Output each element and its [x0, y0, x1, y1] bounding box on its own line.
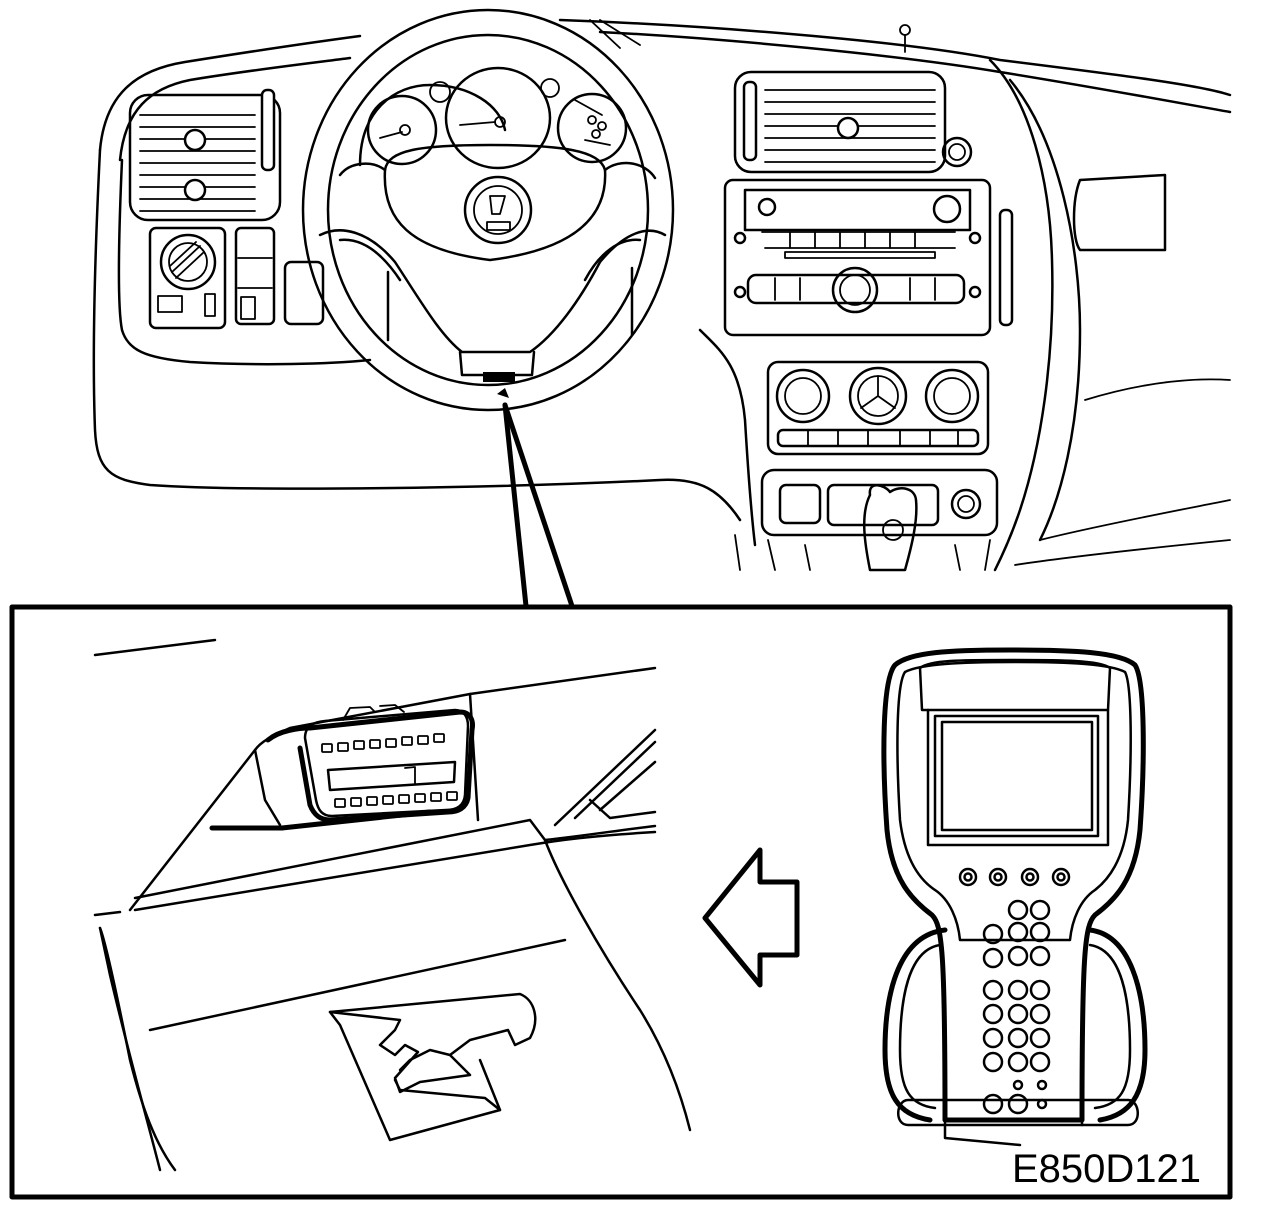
hand-held-diagnostic-tool — [881, 647, 1148, 1147]
dashboard-overview — [92, 8, 1232, 609]
figure-code: E850D121 — [1012, 1147, 1201, 1191]
obd-connector — [209, 704, 475, 831]
steering-wheel — [301, 8, 675, 412]
radio-head-unit — [723, 178, 1014, 337]
connect-direction-arrow — [702, 847, 800, 988]
left-air-vent — [128, 88, 282, 222]
detail-leader-lines — [502, 402, 575, 609]
lower-trim-panel — [98, 838, 692, 1172]
right-air-vent — [733, 70, 973, 174]
connector-detail-inset: E850D121 — [9, 604, 1233, 1200]
light-switch-panel — [148, 226, 325, 330]
climate-control-panel — [766, 360, 990, 456]
center-console — [734, 468, 999, 572]
connector-location-marker — [497, 388, 509, 398]
